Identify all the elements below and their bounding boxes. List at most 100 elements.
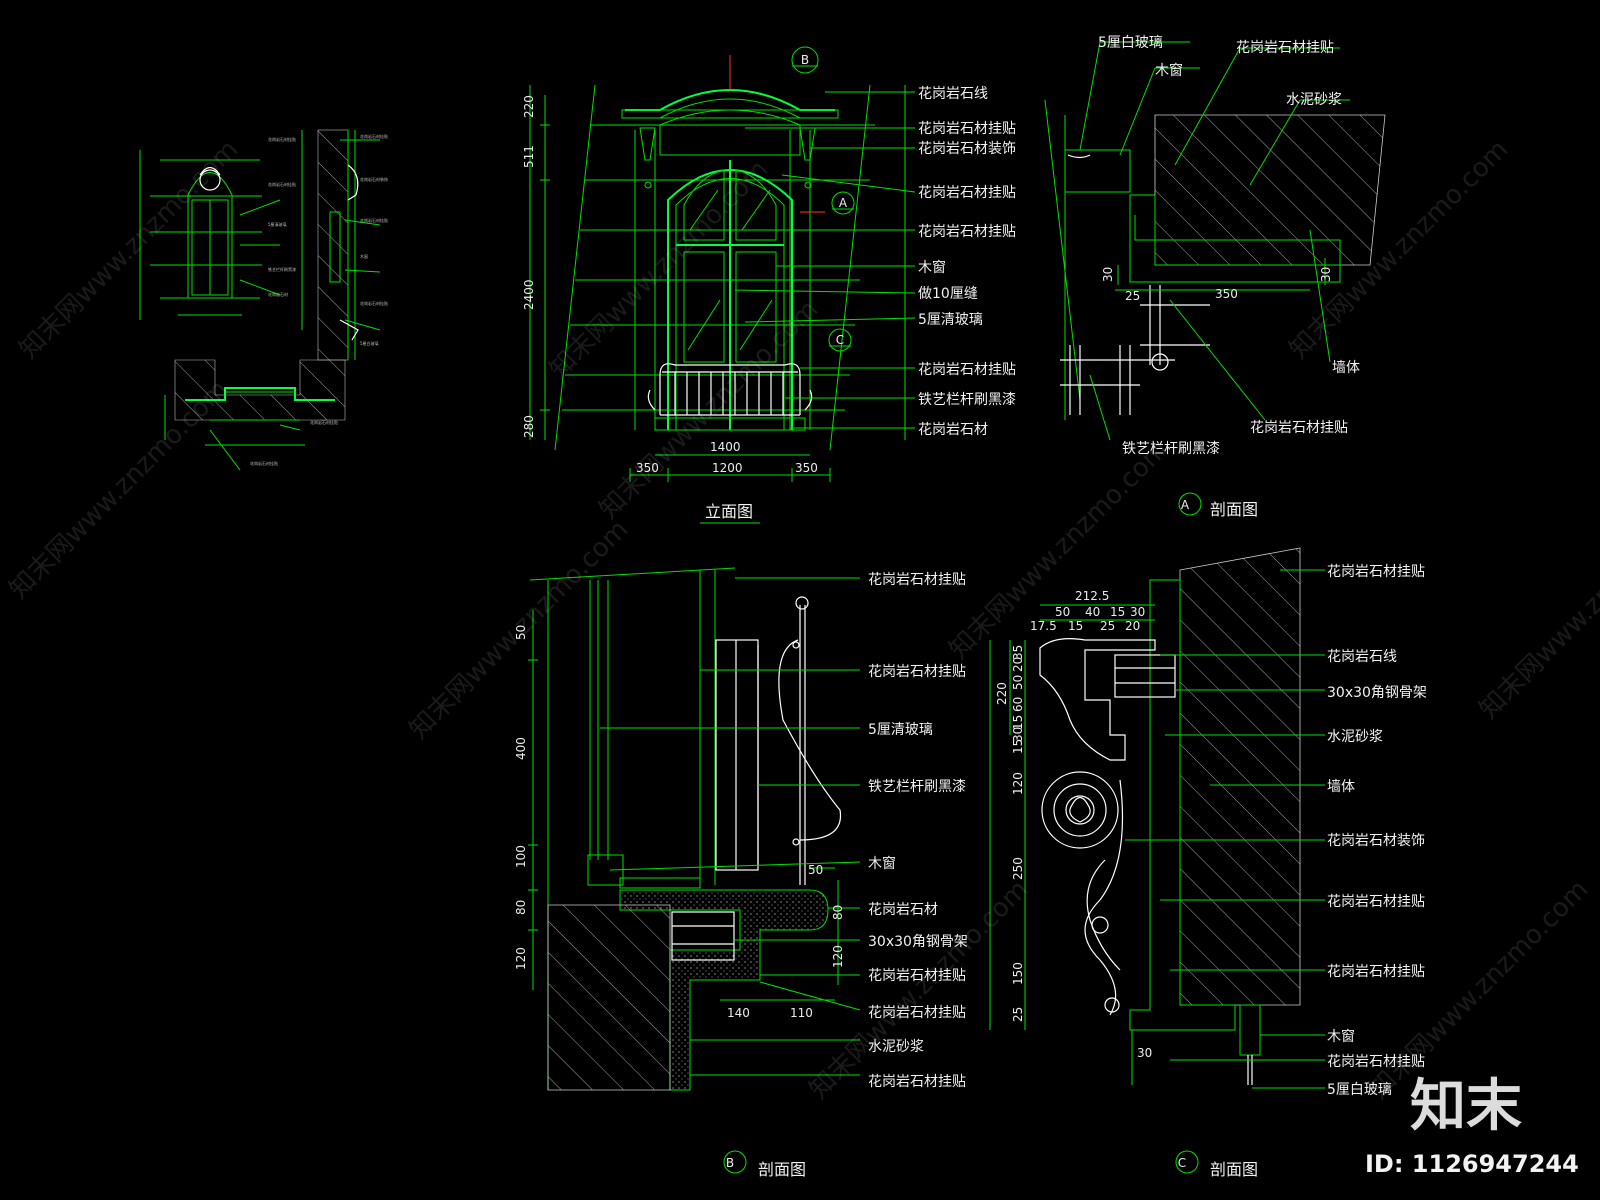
watermark-text: 知末网www.znzmo.com	[4, 374, 235, 605]
section-c-dim-bottom: 30	[1137, 1046, 1152, 1060]
section-a-label: 5厘白玻璃	[1098, 34, 1163, 51]
elevation-label: 5厘清玻璃	[918, 311, 983, 328]
svg-text:花岗岩石材挂贴: 花岗岩石材挂贴	[310, 419, 338, 425]
elevation-label: 花岗岩石材挂贴	[918, 224, 1016, 240]
section-a-title: 剖面图	[1210, 500, 1258, 519]
section-c-dim-left: 25	[1011, 1007, 1025, 1022]
elevation-label: 花岗岩石材挂贴	[918, 185, 1016, 201]
section-c-label: 花岗岩石材挂贴	[1327, 964, 1425, 980]
section-c-dim-left: 150	[1011, 962, 1025, 985]
section-c-dim-left: 120	[1011, 772, 1025, 795]
section-b-label: 花岗岩石材挂贴	[868, 572, 966, 588]
section-c-dim-row1: 15	[1110, 605, 1125, 619]
section-b-dim-right: 80	[831, 905, 845, 920]
svg-text:花岗岩石材挂贴: 花岗岩石材挂贴	[250, 460, 278, 466]
section-a-label: 木窗	[1155, 62, 1183, 79]
svg-text:花岗岩石材装饰: 花岗岩石材装饰	[360, 176, 388, 182]
elevation-marker-b: B	[801, 53, 809, 67]
watermark-text: 知末网www.znzmo.com	[1474, 494, 1600, 725]
svg-text:木窗: 木窗	[360, 253, 368, 259]
elevation-drawing	[529, 46, 916, 482]
section-c-drawing	[989, 547, 1325, 1174]
section-b-label: 水泥砂浆	[868, 1039, 924, 1055]
brand-logo: 知末	[1410, 1074, 1522, 1139]
section-b-drawing	[528, 567, 861, 1174]
section-c-dim-row1: 30	[1130, 605, 1145, 619]
section-c-label: 5厘白玻璃	[1327, 1081, 1392, 1098]
elevation-dim-left: 220	[522, 95, 536, 118]
section-c-label: 花岗岩石线	[1327, 649, 1397, 665]
section-c-dim-left: 15	[1011, 739, 1025, 754]
section-c-dim-left: 60	[1011, 697, 1025, 712]
section-a-dim: 25	[1125, 289, 1140, 303]
section-c-dim-total: 212.5	[1075, 589, 1109, 603]
section-a-dim: 30	[1101, 267, 1115, 282]
section-c-marker: C	[1178, 1156, 1186, 1170]
section-a-label: 墙体	[1332, 360, 1360, 376]
section-c-dim-row1: 40	[1085, 605, 1100, 619]
svg-text:5厘清玻璃: 5厘清玻璃	[268, 221, 287, 227]
elevation-marker-c: C	[836, 333, 844, 347]
section-c-label: 30x30角钢骨架	[1327, 685, 1427, 701]
section-c-label: 墙体	[1327, 779, 1355, 795]
thumbnail-drawing: 花岗岩石材挂贴 花岗岩石材挂贴 5厘清玻璃 铁艺栏杆刷黑漆 花岗岩石材 花岗岩石…	[139, 129, 388, 471]
section-c-dim-left: 30	[1011, 727, 1025, 742]
elevation-marker-a: A	[839, 196, 848, 210]
elevation-dim-total: 1400	[710, 440, 741, 454]
svg-text:花岗岩石材挂贴: 花岗岩石材挂贴	[360, 300, 388, 306]
section-a-marker: A	[1181, 498, 1190, 512]
svg-text:花岗岩石材挂贴: 花岗岩石材挂贴	[268, 136, 296, 142]
section-b-label: 30x30角钢骨架	[868, 934, 968, 950]
section-c-dim-row2: 15	[1068, 619, 1083, 633]
svg-text:花岗岩石材: 花岗岩石材	[268, 291, 288, 297]
section-c-dim-row2: 20	[1125, 619, 1140, 633]
elevation-label: 铁艺栏杆刷黑漆	[918, 392, 1016, 408]
svg-text:花岗岩石材挂贴: 花岗岩石材挂贴	[268, 181, 296, 187]
section-c-dim-row2: 25	[1100, 619, 1115, 633]
section-b-label: 花岗岩石材挂贴	[868, 968, 966, 984]
elevation-label: 花岗岩石线	[918, 86, 988, 102]
section-c-label: 花岗岩石材挂贴	[1327, 564, 1425, 580]
elevation-dim-left: 2400	[522, 279, 536, 310]
section-b-dim-bottom: 140	[727, 1006, 750, 1020]
elevation-dim-left: 511	[522, 145, 536, 168]
elevation-label: 花岗岩石材	[918, 422, 988, 438]
watermark-text: 知末网www.znzmo.com	[544, 154, 775, 385]
elevation-dim-left: 280	[522, 415, 536, 438]
elevation-dim-bottom: 350	[795, 461, 818, 475]
section-a-label: 花岗岩石材挂贴	[1250, 420, 1348, 436]
elevation-label: 木窗	[918, 259, 946, 276]
section-c-dim-row1: 50	[1055, 605, 1070, 619]
section-b-label: 花岗岩石材挂贴	[868, 1005, 966, 1021]
section-a-drawing	[1044, 41, 1386, 516]
section-b-label: 花岗岩石材挂贴	[868, 664, 966, 680]
section-b-dim-right: 120	[831, 945, 845, 968]
section-b-dim-left: 400	[514, 737, 528, 760]
section-b-label: 花岗岩石材挂贴	[868, 1074, 966, 1090]
section-c-label: 花岗岩石材挂贴	[1327, 894, 1425, 910]
section-a-dim: 350	[1215, 287, 1238, 301]
elevation-title: 立面图	[705, 502, 753, 521]
section-c-dim-row2: 17.5	[1030, 619, 1057, 633]
elevation-dim-bottom: 350	[636, 461, 659, 475]
watermark-text: 知末网www.znzmo.com	[404, 514, 635, 745]
image-id-label: ID: 1126947244	[1365, 1150, 1579, 1178]
svg-text:花岗岩石材挂贴: 花岗岩石材挂贴	[360, 217, 388, 223]
section-b-dim-bottom: 110	[790, 1006, 813, 1020]
elevation-label: 花岗岩石材装饰	[918, 141, 1016, 157]
section-c-dim-left: 250	[1011, 857, 1025, 880]
section-b-dim-right: 50	[808, 863, 823, 877]
svg-text:5厘白玻璃: 5厘白玻璃	[360, 340, 379, 346]
section-b-dim-left: 120	[514, 947, 528, 970]
section-c-dim-left: 15	[1011, 715, 1025, 730]
section-a-label: 铁艺栏杆刷黑漆	[1122, 441, 1220, 457]
elevation-dim-bottom: 1200	[712, 461, 743, 475]
section-c-label: 木窗	[1327, 1028, 1355, 1045]
section-b-dim-left: 80	[514, 900, 528, 915]
svg-text:铁艺栏杆刷黑漆: 铁艺栏杆刷黑漆	[268, 266, 296, 272]
section-b-marker: B	[726, 1156, 734, 1170]
svg-text:花岗岩石材挂贴: 花岗岩石材挂贴	[360, 133, 388, 139]
section-c-title: 剖面图	[1210, 1160, 1258, 1179]
text-layer: 花岗岩石线花岗岩石材挂贴花岗岩石材装饰花岗岩石材挂贴花岗岩石材挂贴木窗做10厘缝…	[514, 34, 1427, 1098]
